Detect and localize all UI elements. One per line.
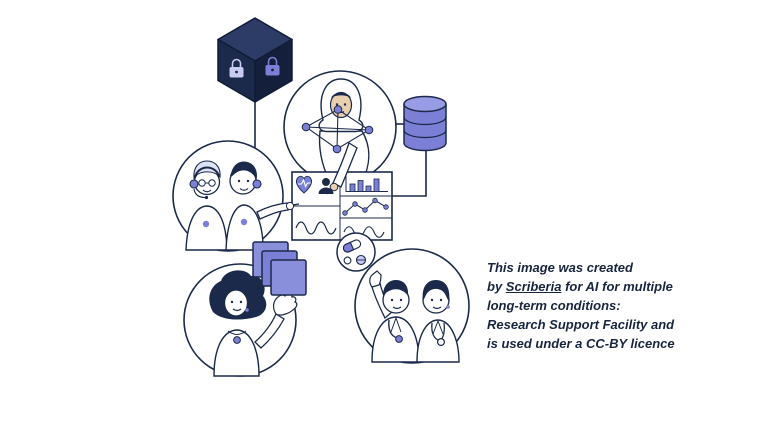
scriberia-link[interactable]: Scriberia [505,279,562,294]
waving-person-head [223,289,249,317]
waving-person-body [213,329,260,377]
bar-chart-icon [345,176,388,192]
attribution-line2-prefix: by [487,279,506,294]
researcher-network-circle [283,70,397,184]
database-icon [403,95,447,152]
badge-dot [240,218,248,226]
glasses-icon [198,179,216,187]
doctor-hair [383,280,409,296]
attribution-line-2: by Scriberia for AI for multiple [487,277,715,296]
researcher-arm [326,142,358,195]
doctor-hand [369,270,382,288]
badge-dot [202,220,210,228]
secure-data-cube-icon [217,17,293,103]
waving-hand [272,292,298,316]
attribution-line-4: Research Support Facility and [487,317,675,332]
waving-person-circle [183,263,298,377]
data-stack-squares [252,241,307,296]
network-nodes [301,105,374,154]
heart-icon [296,175,312,194]
patient-icon [318,178,334,194]
wave-chart-icon [295,221,337,235]
waving-arm [254,313,285,349]
connector-database-panel [390,149,427,197]
agent-pointing-arm [256,201,300,220]
support-team-circle [172,140,284,252]
headset-icon-right [230,165,257,177]
capsule-icon [342,239,362,253]
clinician-hair [422,280,450,302]
headset-icon-left [194,166,220,178]
earring-dot [446,305,450,309]
researcher-hand [329,182,339,192]
padlock-icon-left [229,58,244,78]
right-agent-hair [231,161,257,180]
pill-icon-2 [343,256,352,265]
padlock-icon-right [265,56,280,76]
attribution-line-5: is used under a CC-BY licence [487,336,675,351]
earring-dot [245,308,249,312]
attribution-text: This image was created by Scriberia for … [487,258,715,353]
attribution-line2-suffix: for AI for multiple [561,279,673,294]
attribution-line-3: long-term conditions: [487,298,621,313]
clinicians-circle [354,248,470,364]
attribution-line-1: This image was created [487,260,633,275]
line-chart-icon [342,197,389,216]
left-agent-hair [193,160,221,180]
medication-circle [336,232,376,272]
necklace-pendant [233,336,241,344]
agent-hand [285,201,295,211]
wave-chart-icon-2 [343,226,385,238]
